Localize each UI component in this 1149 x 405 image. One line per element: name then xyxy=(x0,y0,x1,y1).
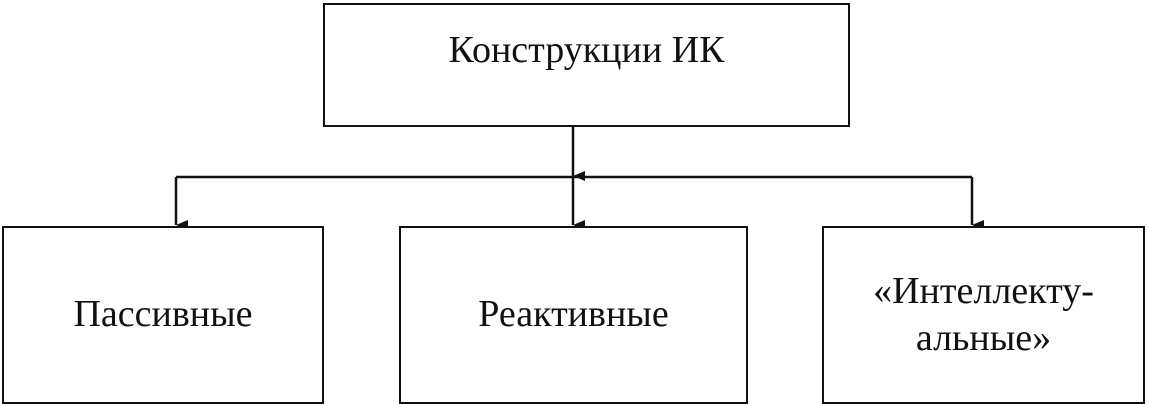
child-node-passive: Пассивные xyxy=(2,226,324,404)
child-node-reactive: Реактивные xyxy=(399,226,748,404)
child-node-reactive-label: Реактивные xyxy=(478,293,669,336)
child-node-passive-label: Пассивные xyxy=(73,293,253,336)
child-node-intellectual: «Интеллекту­альные» xyxy=(822,226,1145,404)
child-node-intellectual-label: «Интеллекту­альные» xyxy=(873,269,1094,360)
root-node: Конструкции ИК xyxy=(323,3,850,127)
root-node-label: Конструкции ИК xyxy=(448,29,725,71)
